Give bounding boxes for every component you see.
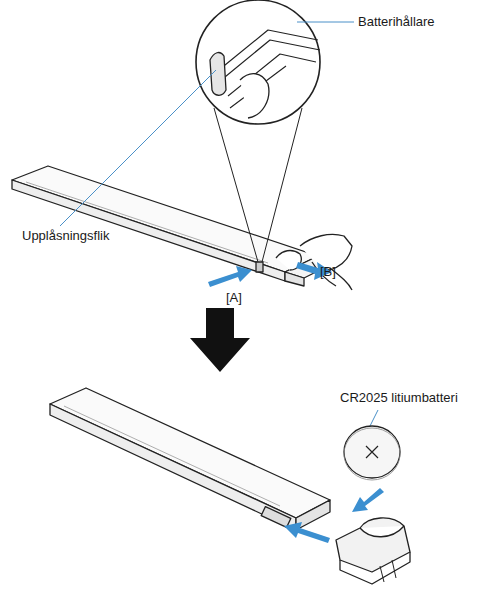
part-label: Batterihållare [358, 14, 435, 30]
callout-label: [B] [320, 264, 336, 280]
part-label: CR2025 litiumbatteri [340, 390, 458, 406]
part-label: Upplåsningsflik [22, 228, 109, 244]
callout-label: [A] [226, 290, 242, 306]
